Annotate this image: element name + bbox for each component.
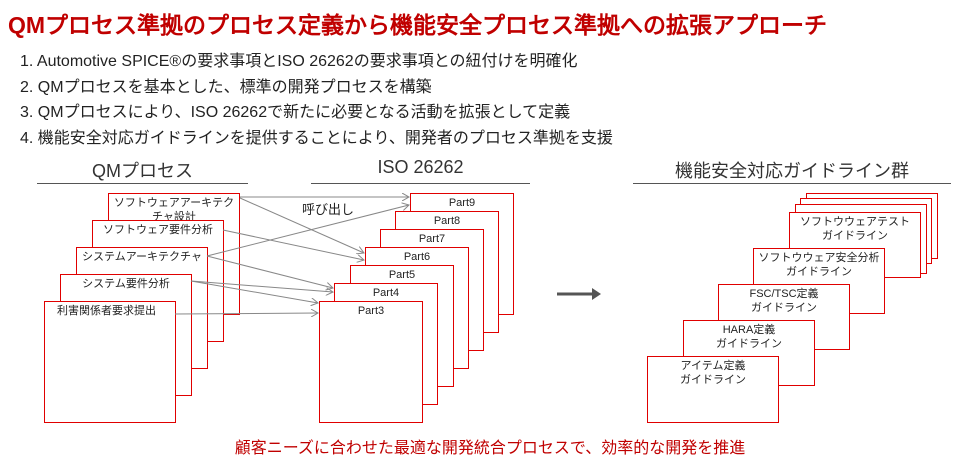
arrow: [222, 229, 364, 260]
guidelines-heading: 機能安全対応ガイドライン群: [675, 161, 909, 181]
guideline-label: ソフトウウェアテスト: [800, 216, 910, 228]
arrow: [190, 280, 318, 303]
guideline-label: アイテム定義: [680, 360, 746, 372]
part-label: Part4: [372, 287, 400, 299]
guideline-label: ガイドライン: [716, 338, 782, 350]
point-2: 2. QMプロセスを基本とした、標準の開発プロセスを構築: [20, 79, 432, 96]
guidelines-underline: [633, 183, 951, 184]
arrow: [239, 197, 364, 253]
arrow: [206, 205, 409, 257]
arrow: [190, 280, 333, 292]
point-1: 1. Automotive SPICE®の要求事項とISO 26262の要求事項…: [20, 53, 578, 70]
guideline-label: ソフトウウェア安全分析: [758, 252, 880, 264]
part-label: Part7: [418, 233, 446, 245]
guideline-label: ガイドライン: [786, 266, 852, 278]
point-4: 4. 機能安全対応ガイドラインを提供することにより、開発者のプロセス準拠を支援: [20, 130, 613, 147]
part-label: Part3: [357, 305, 385, 317]
guideline-label: FSC/TSC定義: [749, 288, 819, 300]
iso-underline: [311, 183, 530, 184]
call-label: 呼び出し: [302, 202, 355, 217]
guideline-label: ガイドライン: [822, 230, 888, 242]
iso-part3: Part3: [319, 301, 423, 423]
arrow: [174, 313, 318, 314]
part-label: Part6: [403, 251, 431, 263]
guideline-label: HARA定義: [722, 324, 776, 336]
point-3: 3. QMプロセスにより、ISO 26262で新たに必要となる活動を拡張として定…: [20, 104, 571, 121]
qm-underline: [37, 183, 248, 184]
qm-heading: QMプロセス: [92, 161, 193, 181]
qm-box-label: システムアーキテクチャ: [82, 251, 202, 263]
qm-box-label: 利害関係者要求提出: [57, 305, 156, 317]
arrow: [206, 255, 333, 288]
part-label: Part5: [388, 269, 416, 281]
guideline-label: ガイドライン: [680, 374, 746, 386]
part-label: Part9: [448, 197, 476, 209]
guideline-item: アイテム定義ガイドライン: [647, 356, 779, 423]
qm-box-label: ソフトウェア要件分析: [103, 224, 213, 236]
guideline-label: ガイドライン: [751, 302, 817, 314]
iso-heading: ISO 26262: [377, 157, 464, 177]
conclusion-text: 顧客ニーズに合わせた最適な開発統合プロセスで、効率的な開発を推進: [234, 440, 746, 457]
page-title: QMプロセス準拠のプロセス定義から機能安全プロセス準拠への拡張アプローチ: [8, 12, 828, 38]
qm-box-stakeholder: 利害関係者要求提出: [44, 301, 176, 423]
qm-box-label: システム要件分析: [82, 278, 170, 290]
part-label: Part8: [433, 215, 461, 227]
